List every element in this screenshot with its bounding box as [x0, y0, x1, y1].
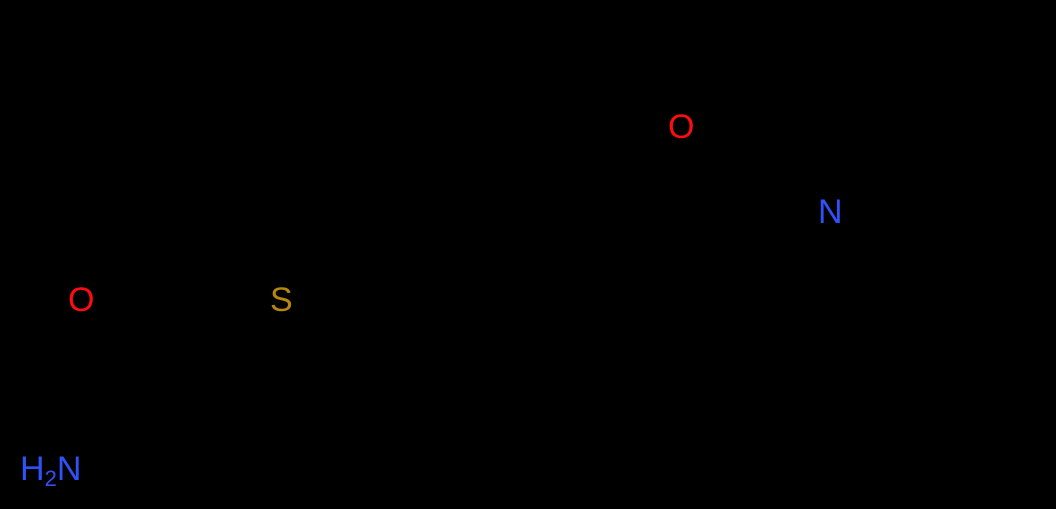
atom-label-subscript: 2 — [44, 466, 57, 491]
atom-s-thiophene: S — [270, 283, 293, 317]
atom-nh2-amide: H2N — [20, 452, 81, 490]
atom-label: O — [668, 108, 695, 146]
atom-label: N — [818, 193, 843, 231]
atom-label: O — [68, 281, 95, 319]
atom-n-amine: N — [818, 195, 843, 229]
atom-label: S — [270, 281, 293, 319]
atom-o-ketone: O — [668, 110, 694, 144]
atom-label-h: H — [20, 450, 45, 488]
atom-o-amide: O — [68, 283, 94, 317]
atom-label-n: N — [56, 450, 82, 488]
